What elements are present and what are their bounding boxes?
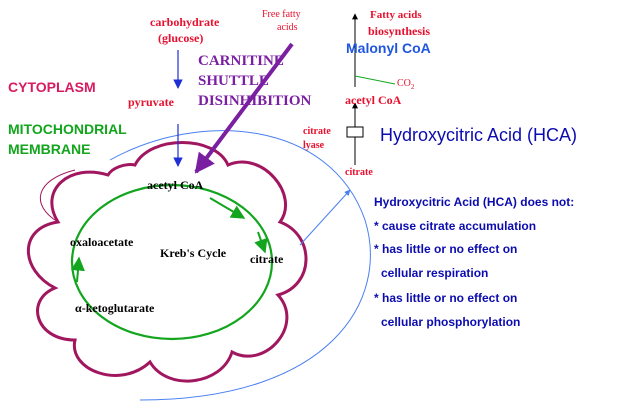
acetyl-coa-cycle-label: acetyl CoA [147,178,204,192]
disinhibition-label: DISINHIBITION [198,93,312,109]
biosynthesis-label: biosynthesis [368,24,431,38]
hca-note-0: Hydroxycitric Acid (HCA) does not: [374,195,575,209]
malonyl-coa-label: Malonyl CoA [346,40,431,56]
glucose-label: (glucose) [158,31,204,45]
mitochondrial-label: MITOCHONDRIAL [8,121,127,137]
citrate-cycle-label: citrate [250,252,284,266]
krebs-arrow-top [209,197,246,219]
co2-subscript: 2 [410,83,415,91]
krebs-arrow-right [254,231,268,254]
membrane-label: MEMBRANE [8,141,91,157]
hca-note-3: cellular respiration [381,266,489,280]
shuttle-label: SHUTTLE [198,73,269,89]
hca-note-4: * has little or no effect on [374,291,518,305]
acetyl-coa-top-label: acetyl CoA [345,93,402,107]
hca-block-box [346,126,364,138]
krebs-cycle-loop [70,183,274,341]
fatty-acids-label: Fatty acids [370,9,422,21]
carnitine-label: CARNITINE [198,53,284,69]
membrane-inner-line [39,169,76,223]
ketoglutarate-label: α-ketoglutarate [75,301,155,315]
citrate-lyase-line1: citrate [303,126,331,137]
carbohydrate-label: carbohydrate [150,15,220,29]
citrate-export-arrow [299,189,351,246]
krebs-cycle-label: Kreb's Cycle [160,246,227,260]
hca-title: Hydroxycitric Acid (HCA) [380,125,578,145]
cytoplasm-label: CYTOPLASM [8,79,96,95]
free-fatty-acids-line1: Free fatty [262,9,301,20]
co2-label: CO2 [397,79,414,91]
hca-note-1: * cause citrate accumulation [374,219,537,233]
krebs-arrow-left [70,256,85,283]
free-fatty-acids-line2: acids [277,22,298,33]
pyruvate-label: pyruvate [128,95,174,109]
citrate-lyase-line2: lyase [303,140,325,151]
hca-note-2: * has little or no effect on [374,242,518,256]
outer-arc [109,130,371,401]
oxaloacetate-label: oxaloacetate [70,235,134,249]
co2-text: CO [397,78,411,89]
carnitine-shuttle-arrow [194,42,294,174]
co2-release-line [354,75,396,85]
hca-note-5: cellular phosphorylation [381,315,521,329]
citrate-red-label: citrate [345,167,373,178]
